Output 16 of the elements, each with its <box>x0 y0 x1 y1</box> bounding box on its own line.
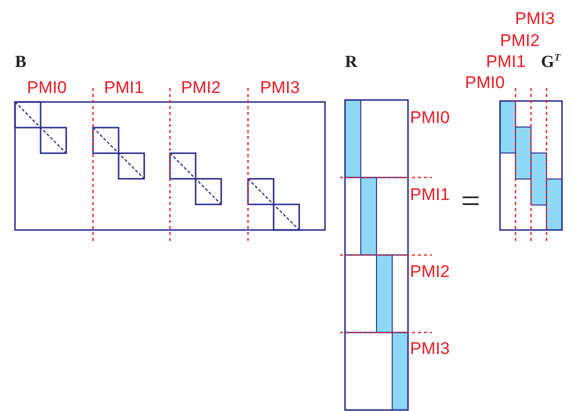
partition-label: PMI3 <box>515 10 555 27</box>
partition-label: PMI0 <box>27 79 67 96</box>
partition-label: PMI1 <box>104 79 144 96</box>
matrix-label: R <box>345 53 358 70</box>
partition-label: PMI1 <box>486 53 526 70</box>
matrix-label: G$^{T}$ <box>541 53 560 70</box>
partition-label: PMI2 <box>500 32 540 49</box>
partition-label: PMI2 <box>410 263 450 280</box>
matrix-label: B <box>15 53 26 70</box>
partition-label: PMI2 <box>181 79 221 96</box>
partition-label: PMI0 <box>465 74 505 91</box>
equals-sign: = <box>461 185 480 219</box>
partition-label: PMI3 <box>260 79 300 96</box>
partition-label: PMI3 <box>410 340 450 357</box>
partition-label: PMI0 <box>410 109 450 126</box>
partition-label: PMI1 <box>410 186 450 203</box>
